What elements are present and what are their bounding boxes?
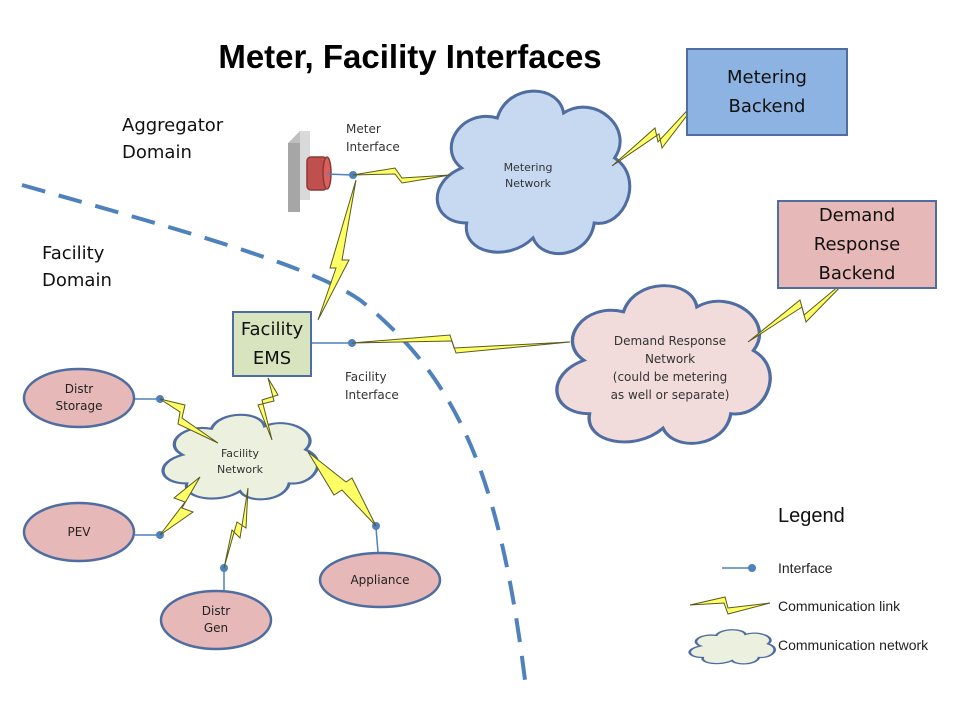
legend-link-label: Communication link: [778, 598, 901, 614]
aggregator-domain-line-1: Aggregator: [122, 115, 224, 136]
facility-network-line-2: Network: [217, 463, 263, 476]
distr-storage-ellipse: [22, 367, 136, 429]
link-ems-to-facility-network: [257, 377, 279, 441]
appliance-ellipse: [318, 551, 442, 609]
aggregator-domain-line-2: Domain: [122, 142, 192, 163]
dr-network-line-2: Network: [644, 352, 696, 366]
distr-storage-line-2: Storage: [55, 399, 103, 413]
metering-backend-line-2: Backend: [728, 96, 806, 117]
aggregator-domain-label: Aggregator Domain: [122, 112, 223, 166]
dr-backend-line-2: Response: [813, 234, 901, 255]
legend-title: Legend: [778, 505, 845, 527]
metering-backend-line-1: Metering: [727, 67, 807, 88]
pev-label: PEV: [67, 524, 91, 539]
facility-ems-line-1: Facility: [240, 319, 304, 340]
metering-backend-box[interactable]: Metering Backend: [686, 48, 848, 136]
demand-response-network-label: Demand Response Network (could be meteri…: [580, 332, 760, 404]
distr-storage-line-1: Distr: [64, 382, 94, 396]
metering-network-label: Metering Network: [478, 160, 578, 192]
distr-gen-node[interactable]: Distr Gen: [161, 591, 271, 649]
pev-node[interactable]: PEV: [24, 503, 134, 561]
metering-network-line-2: Network: [505, 177, 551, 190]
distr-storage-node[interactable]: Distr Storage: [24, 369, 134, 427]
facility-interface-line-2: Interface: [345, 388, 399, 402]
link-gen-to-facility-network: [223, 487, 249, 569]
meter-interface-line: [326, 173, 353, 176]
link-meter-to-metering-network: [352, 167, 451, 184]
pev-ellipse: [22, 501, 136, 563]
meter-device-icon: [288, 131, 332, 212]
link-storage-to-facility-network: [159, 398, 219, 444]
facility-ems-box[interactable]: Facility EMS: [232, 311, 312, 377]
legend-interface-dot: [748, 564, 756, 572]
dr-network-line-3: (could be metering: [612, 370, 728, 384]
dr-backend-line-3: Backend: [818, 263, 896, 284]
appliance-label: Appliance: [350, 572, 410, 587]
meter-interface-line-1: Meter: [346, 122, 381, 136]
meter-interface-line-2: Interface: [346, 140, 400, 154]
distr-gen-line-1: Distr: [201, 604, 231, 618]
distr-gen-ellipse: [159, 589, 273, 651]
facility-interface-label: Facility Interface: [345, 368, 399, 404]
dr-backend-line-1: Demand: [818, 205, 896, 226]
dr-network-line-4: as well or separate): [610, 388, 730, 402]
distr-gen-line-2: Gen: [203, 621, 229, 635]
demand-response-backend-box[interactable]: Demand Response Backend: [777, 200, 937, 289]
facility-interface-line-1: Facility: [345, 370, 387, 384]
facility-domain-line-1: Facility: [42, 243, 105, 264]
legend-network-cloud: [688, 628, 777, 666]
dr-network-line-1: Demand Response: [613, 334, 727, 348]
link-appliance-to-facility-network: [307, 451, 377, 527]
link-pev-to-facility-network: [159, 476, 201, 536]
domain-boundary: [21, 183, 527, 681]
facility-domain-label: Facility Domain: [42, 240, 112, 294]
legend-interface-label: Interface: [778, 560, 833, 576]
page-title: Meter, Facility Interfaces: [218, 38, 602, 75]
meter-interface-label: Meter Interface: [346, 120, 400, 156]
facility-network-label: Facility Network: [190, 446, 290, 478]
metering-network-line-1: Metering: [503, 161, 553, 174]
facility-network-line-1: Facility: [220, 447, 260, 460]
appliance-node[interactable]: Appliance: [320, 553, 440, 607]
link-facility-interface-to-dr-network: [351, 334, 571, 354]
legend-link-bolt: [689, 596, 771, 615]
facility-domain-line-2: Domain: [42, 270, 112, 291]
appliance-interface-line: [375, 527, 379, 553]
legend-network-label: Communication network: [778, 637, 929, 653]
link-ems-to-meter: [317, 179, 357, 321]
facility-ems-line-2: EMS: [252, 348, 292, 369]
